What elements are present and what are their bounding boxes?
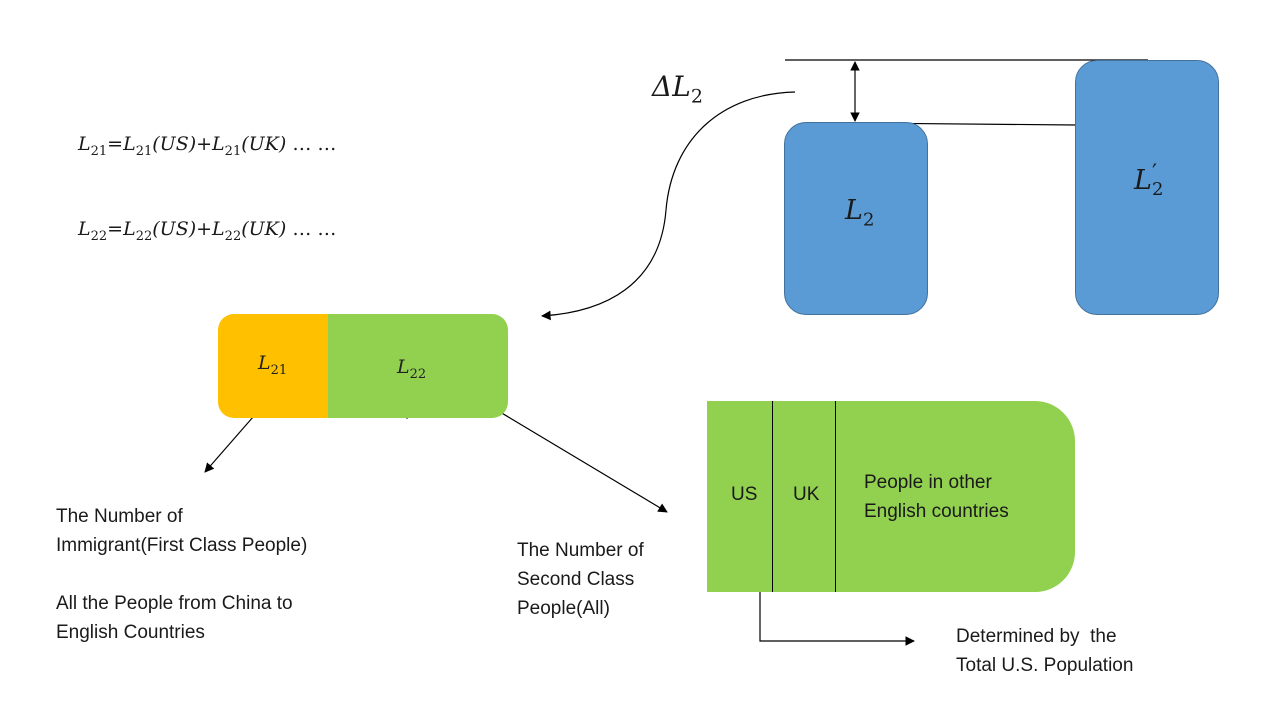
uk-label: UK (793, 484, 820, 505)
all-people-caption: All the People from China to English Cou… (56, 589, 293, 647)
l22-segment: L22 (328, 314, 508, 418)
us-label: US (731, 484, 758, 505)
delta-l2-label: ΔL2 (652, 70, 703, 108)
eq2-term1-sub: 22 (135, 228, 153, 244)
l21-main: L (258, 352, 271, 374)
first-class-line2: Immigrant(First Class People) (56, 535, 308, 556)
l2-prime-sup: ′ (1151, 160, 1157, 186)
second-class-arrow (479, 399, 668, 513)
equation-l22: L22=L22(US)+L22(UK) … … (78, 218, 337, 244)
determined-caption: Determined by the Total U.S. Population (956, 622, 1133, 680)
l22-main: L (397, 356, 410, 378)
eq1-term2: L (212, 133, 225, 155)
delta-l2-text: ΔL (652, 70, 691, 103)
eq1-term1-arg: (US) (152, 133, 197, 155)
eq1-lhs-sub: 21 (90, 143, 108, 159)
other-countries-line2: English countries (864, 501, 1009, 522)
second-class-line2: Second Class (517, 569, 635, 590)
second-class-caption: The Number of Second Class People(All) (517, 536, 644, 623)
eq1-ellipsis: … … (292, 133, 337, 155)
l2-box: L2 (784, 122, 928, 315)
country-divider-2 (835, 401, 836, 592)
all-people-line1: All the People from China to (56, 593, 293, 614)
second-class-line3: People(All) (517, 598, 610, 619)
eq2-term1: L (123, 218, 136, 240)
l2-main: L (845, 195, 863, 226)
determined-line2: Total U.S. Population (956, 655, 1134, 676)
eq2-lhs: L (78, 218, 91, 240)
second-class-line1: The Number of (517, 540, 644, 561)
determined-line1: Determined by the (956, 626, 1117, 647)
l2-prime-label: L′2 (1134, 160, 1164, 200)
other-countries-label: People in other English countries (864, 468, 1009, 526)
eq2-term2-arg: (UK) (241, 218, 287, 240)
other-countries-line1: People in other (864, 472, 992, 493)
curved-arrow (541, 91, 796, 321)
delta-l2-subscript: 2 (690, 85, 703, 108)
l2-label: L2 (845, 195, 874, 230)
first-class-caption: The Number of Immigrant(First Class Peop… (56, 502, 307, 560)
eq1-term2-arg: (UK) (241, 133, 287, 155)
equation-l21: L21=L21(US)+L21(UK) … … (78, 133, 337, 159)
eq2-term1-arg: (US) (152, 218, 197, 240)
l2-sub: 2 (862, 209, 875, 231)
country-box: US UK People in other English countries (707, 401, 1075, 592)
eq2-lhs-sub: 22 (90, 228, 108, 244)
l2-prime-sub: 2 (1151, 178, 1164, 200)
eq1-term1-sub: 21 (135, 143, 153, 159)
country-divider-1 (772, 401, 773, 592)
eq1-lhs: L (78, 133, 91, 155)
eq2-term2: L (212, 218, 225, 240)
l22-sub: 22 (409, 366, 427, 382)
eq2-term2-sub: 22 (224, 228, 242, 244)
eq2-ellipsis: … … (292, 218, 337, 240)
l2-prime-main: L (1134, 165, 1152, 196)
l21-label: L21 (258, 352, 287, 378)
l22-label: L22 (397, 356, 426, 382)
l21-sub: 21 (270, 362, 288, 378)
all-people-line2: English Countries (56, 622, 205, 643)
l21-segment: L21 (218, 314, 328, 418)
l2-prime-box: L′2 (1075, 60, 1219, 315)
eq1-term1: L (123, 133, 136, 155)
eq1-term2-sub: 21 (224, 143, 242, 159)
first-class-line1: The Number of (56, 506, 183, 527)
